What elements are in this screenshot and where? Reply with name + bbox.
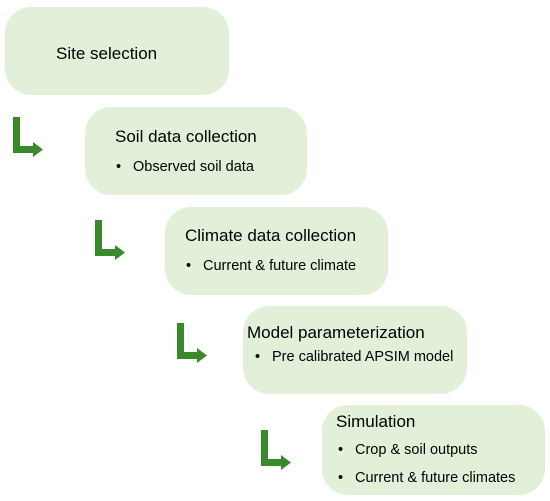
l-shaped-arrow-icon [93,220,127,260]
step-title: Soil data collection [115,127,257,146]
bullet-item: Crop & soil outputs [338,443,515,458]
step-title: Simulation [336,412,416,431]
step-bullet-list: Observed soil data [116,160,254,175]
step-model-parameterization: Model parameterization Pre calibrated AP… [243,306,467,394]
bullet-item: Observed soil data [116,160,254,175]
step-site-selection: Site selection [5,7,229,95]
step-title: Model parameterization [247,323,425,342]
step-bullet-list: Crop & soil outputs Current & future cli… [338,443,515,498]
bullet-item: Current & future climates [338,470,515,486]
bullet-item: Pre calibrated APSIM model [255,350,453,365]
step-bullet-list: Pre calibrated APSIM model [255,350,453,365]
l-shaped-arrow-icon [175,323,209,363]
l-shaped-arrow-icon [259,430,293,470]
l-shaped-arrow-icon [11,117,45,157]
step-title: Site selection [56,44,158,63]
step-title: Climate data collection [185,226,357,245]
bullet-item: Current & future climate [186,259,356,274]
step-simulation: Simulation Crop & soil outputs Current &… [322,405,545,495]
step-bullet-list: Current & future climate [186,259,356,274]
step-soil-data-collection: Soil data collection Observed soil data [85,107,307,195]
step-climate-data-collection: Climate data collection Current & future… [165,207,388,295]
